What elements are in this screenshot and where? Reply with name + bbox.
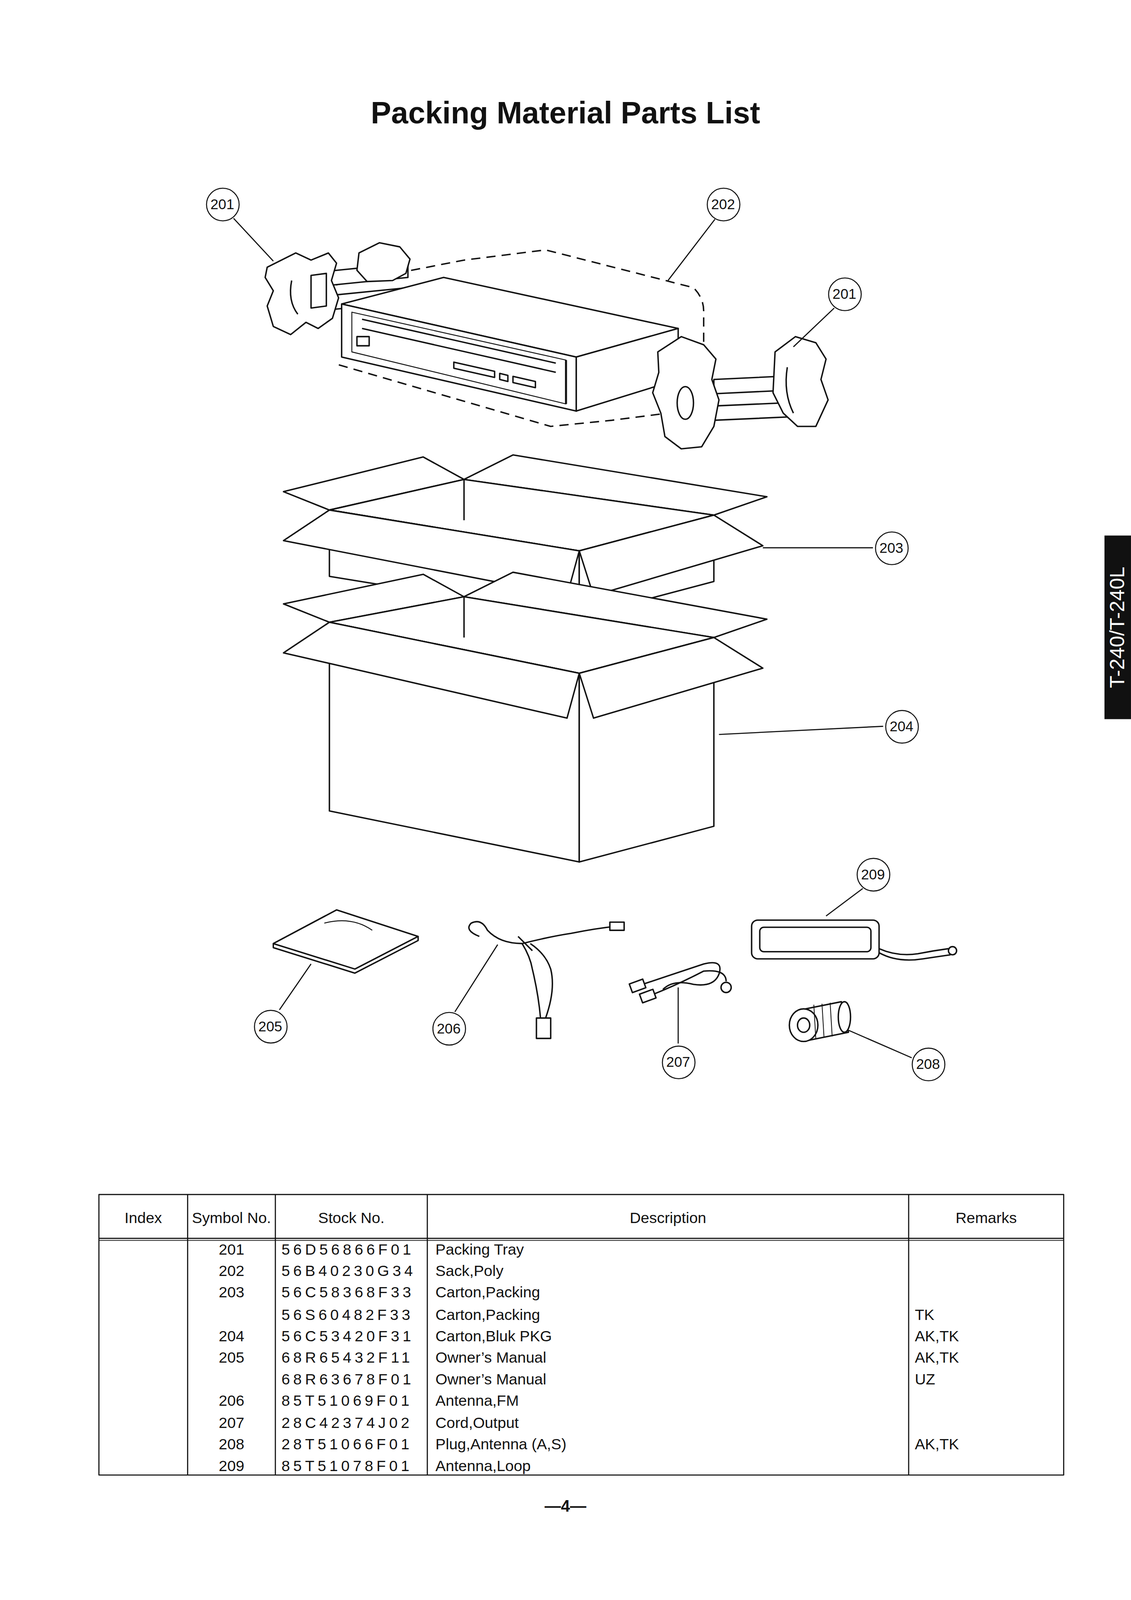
callout-number: 204 [889, 717, 914, 735]
remarks-code: AK,TK [914, 1433, 1064, 1455]
symbol-number: 209 [187, 1455, 276, 1476]
stock-number: 56D56866F01 [281, 1238, 428, 1260]
packing-tray [652, 336, 828, 449]
callout-circle: 203 [874, 530, 909, 565]
part-description: Plug,Antenna (A,S) [435, 1433, 909, 1455]
callout-number: 201 [832, 285, 857, 302]
stock-number: 56C58368F33 [281, 1282, 428, 1303]
symbol-number: 206 [187, 1390, 276, 1411]
stock-number: 68R65432F11 [281, 1347, 428, 1368]
stock-number: 56B40230G34 [281, 1260, 428, 1282]
part-description: Carton,Bluk PKG [435, 1325, 909, 1347]
callout-circle: 207 [661, 1044, 696, 1079]
bulk-carton [283, 572, 767, 863]
stock-number: 56S60482F33 [281, 1303, 428, 1325]
remarks-code: AK,TK [914, 1347, 1064, 1368]
symbol-number: 205 [187, 1347, 276, 1368]
output-cord [629, 962, 732, 1003]
symbol-number: 202 [187, 1260, 276, 1282]
stock-number: 68R63678F01 [281, 1368, 428, 1390]
owners-manual [273, 909, 418, 973]
callout-circle: 208 [911, 1046, 945, 1081]
part-description: Antenna,FM [435, 1390, 909, 1411]
symbol-number: 207 [187, 1411, 276, 1433]
callout-number: 208 [916, 1055, 941, 1072]
stock-number: 85T51078F01 [281, 1455, 428, 1476]
callout-circle: 206 [431, 1011, 466, 1045]
part-description: Owner’s Manual [435, 1347, 909, 1368]
callout-circle: 204 [884, 709, 919, 744]
part-description: Owner’s Manual [435, 1368, 909, 1390]
callout-number: 201 [210, 195, 235, 213]
model-number: T-240/T-240L [1105, 566, 1130, 688]
stock-number: 56C53420F31 [281, 1325, 428, 1347]
column-header: Description [427, 1207, 909, 1226]
page-number: —4— [0, 1497, 1131, 1516]
callout-circle: 202 [706, 186, 741, 221]
fm-antenna [469, 921, 625, 1039]
callout-circle: 205 [253, 1008, 288, 1043]
stock-number: 28T51066F01 [281, 1433, 428, 1455]
tuner-unit [341, 277, 679, 412]
symbol-number: 201 [187, 1238, 276, 1260]
page-title: Packing Material Parts List [0, 96, 1131, 131]
callout-circle: 201 [205, 186, 240, 221]
callout-number: 206 [436, 1020, 461, 1037]
side-tab: T-240/T-240L [1104, 535, 1131, 719]
stock-number: 85T51069F01 [281, 1390, 428, 1411]
callout-circle: 201 [827, 276, 862, 311]
table-grid [99, 1194, 1064, 1475]
symbol-number: 204 [187, 1325, 276, 1347]
remarks-code: TK [914, 1303, 1064, 1325]
remarks-code: UZ [914, 1368, 1064, 1390]
column-header: Stock No. [275, 1207, 428, 1226]
remarks-code: AK,TK [914, 1325, 1064, 1347]
callout-number: 202 [711, 195, 735, 213]
antenna-plug [789, 1001, 851, 1041]
part-description: Sack,Poly [435, 1260, 909, 1282]
loop-antenna [751, 919, 957, 960]
stock-number: 28C42374J02 [281, 1411, 428, 1433]
part-description: Carton,Packing [435, 1282, 909, 1303]
column-header: Symbol No. [187, 1207, 276, 1226]
callout-number: 207 [666, 1053, 691, 1070]
callout-number: 209 [860, 865, 885, 883]
part-description: Packing Tray [435, 1238, 909, 1260]
column-header: Remarks [908, 1207, 1064, 1226]
callout-number: 203 [879, 539, 904, 556]
callout-number: 205 [258, 1017, 283, 1035]
symbol-number: 208 [187, 1433, 276, 1455]
part-description: Antenna,Loop [435, 1455, 909, 1476]
symbol-number: 203 [187, 1282, 276, 1303]
part-description: Carton,Packing [435, 1303, 909, 1325]
leader-line [233, 218, 912, 1058]
callout-circle: 209 [856, 856, 890, 891]
part-description: Cord,Output [435, 1411, 909, 1433]
column-header: Index [99, 1207, 188, 1226]
